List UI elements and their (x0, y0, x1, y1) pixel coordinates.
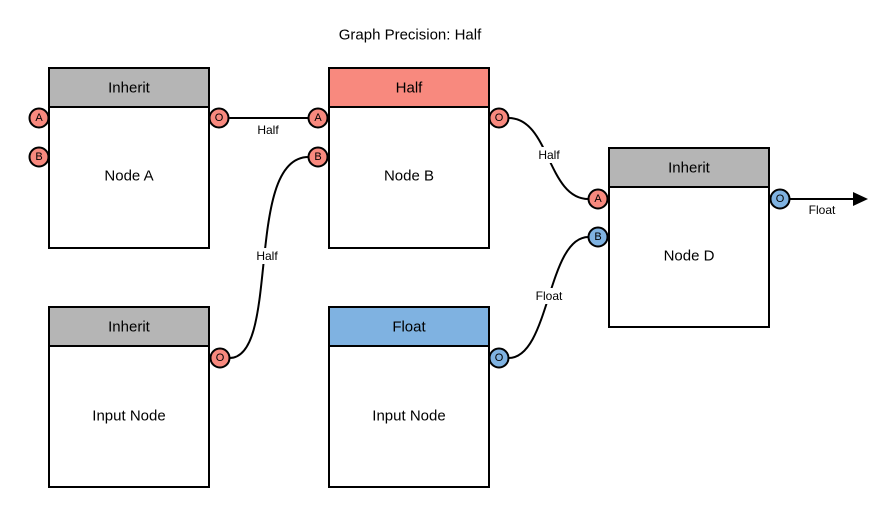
node-a-port-a-label: A (35, 112, 43, 124)
node-d-port-b-label: B (594, 231, 601, 243)
input-node-1-port-o-label: O (216, 352, 225, 364)
node-b-port-a-label: A (314, 112, 322, 124)
edge-label-node-b-to-node-d: Half (538, 148, 560, 162)
input-node-2-header-label: Float (392, 319, 426, 336)
node-d-port-o-label: O (776, 193, 785, 205)
input-node-1-header-label: Inherit (108, 319, 151, 336)
edge-label-input-1-to-node-b: Half (256, 249, 278, 263)
node-b-port-b-label: B (314, 151, 321, 163)
node-b-label: Node B (384, 168, 434, 185)
node-a-port-o (208, 107, 230, 129)
input-node-2: Float Input Node O (328, 306, 510, 488)
input-node-2-header (328, 306, 490, 347)
node-a-port-a (28, 107, 50, 129)
edge-label-halo (532, 147, 566, 163)
diagram-title: Graph Precision: Half (339, 27, 482, 44)
node-b-port-o (488, 107, 510, 129)
node-b-header-label: Half (396, 80, 424, 97)
edge-label-halo (250, 248, 284, 264)
node-b-port-b (307, 146, 329, 168)
edges-layer: Half Half Half Float Float (229, 117, 868, 359)
input-node-1-header (48, 306, 210, 347)
input-node-1: Inherit Input Node O (48, 306, 231, 488)
node-b-header (328, 67, 490, 108)
edge-label-node-a-to-node-b: Half (257, 123, 279, 137)
node-d-port-o (769, 188, 791, 210)
node-d-label: Node D (664, 248, 715, 265)
node-b: Half Node B A B O (307, 67, 510, 249)
edge-label-input-2-to-node-d: Float (536, 289, 563, 303)
node-a-port-b-label: B (35, 151, 42, 163)
input-node-2-label: Input Node (372, 408, 445, 425)
node-d-header-label: Inherit (668, 160, 711, 177)
node-b-port-o-label: O (495, 112, 504, 124)
edge-label-node-d-output: Float (809, 203, 836, 217)
input-node-1-port-o (209, 347, 231, 369)
node-a: Inherit Node A A B O (28, 67, 230, 249)
node-d-port-a (587, 188, 609, 210)
node-a-port-o-label: O (215, 112, 224, 124)
arrowhead-icon (853, 192, 868, 206)
node-b-port-a (307, 107, 329, 129)
node-d: Inherit Node D A B O (587, 147, 791, 328)
input-node-2-port-o (488, 347, 510, 369)
node-a-header-label: Inherit (108, 80, 151, 97)
node-a-header (48, 67, 210, 108)
node-a-label: Node A (104, 168, 153, 185)
input-node-1-label: Input Node (92, 408, 165, 425)
node-d-port-a-label: A (594, 193, 602, 205)
edge-label-halo (529, 288, 569, 304)
node-d-header (608, 147, 770, 188)
input-node-2-port-o-label: O (495, 352, 504, 364)
node-d-port-b (587, 226, 609, 248)
node-a-port-b (28, 146, 50, 168)
